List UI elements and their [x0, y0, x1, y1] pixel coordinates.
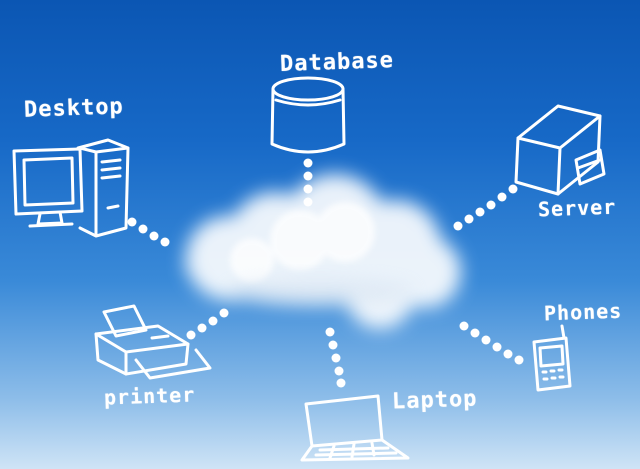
server-icon: [514, 104, 606, 196]
mobile-phone-icon: [532, 324, 572, 392]
label-phones: Phones: [543, 298, 623, 326]
connector-phones: [459, 321, 524, 365]
connector-printer: [186, 308, 229, 340]
cloud-icon: [185, 174, 461, 329]
label-laptop: Laptop: [391, 386, 478, 415]
label-server: Server: [537, 194, 617, 222]
label-desktop: Desktop: [23, 94, 125, 123]
printer-icon: [94, 304, 212, 380]
label-database: Database: [279, 48, 395, 77]
connector-desktop: [127, 217, 170, 247]
label-printer: printer: [103, 382, 196, 410]
desktop-computer-icon: [12, 138, 130, 238]
connector-server: [453, 184, 518, 231]
database-cylinder-icon: [270, 76, 346, 154]
connector-laptop: [325, 327, 346, 388]
laptop-icon: [300, 394, 410, 462]
